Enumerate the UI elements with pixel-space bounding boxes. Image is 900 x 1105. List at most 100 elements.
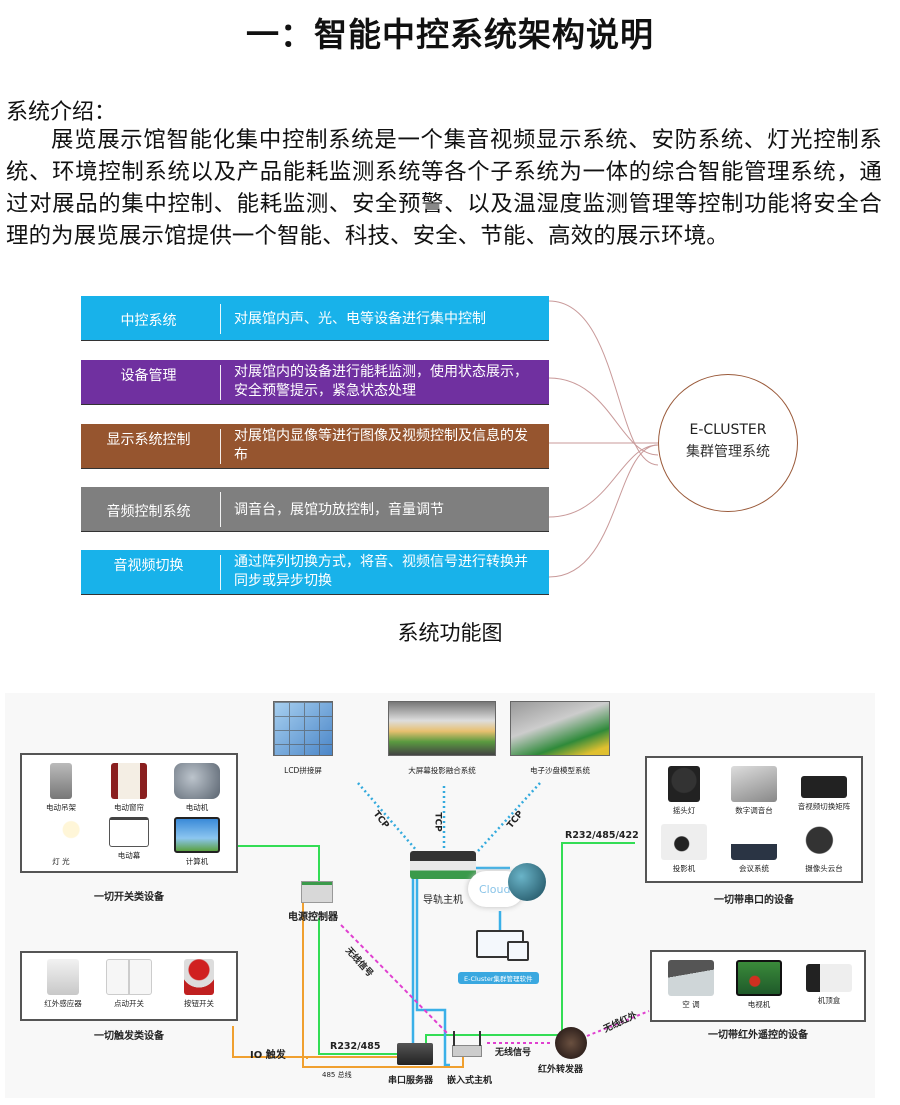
device-item: 音视频切换矩阵 bbox=[793, 766, 855, 812]
projector-icon bbox=[661, 824, 707, 860]
module-description: 对展馆内显像等进行图像及视频控制及信息的发布 bbox=[234, 428, 528, 463]
serial-server-label: 串口服务器 bbox=[388, 1076, 434, 1086]
set-top-box-icon bbox=[806, 964, 852, 992]
device-item: 投影机 bbox=[653, 824, 715, 874]
ir-forwarder-label: 红外转发器 bbox=[538, 1065, 584, 1075]
embedded-host-label: 嵌入式主机 bbox=[447, 1076, 493, 1086]
software-badge: E-Cluster集群管理软件 bbox=[458, 972, 539, 984]
wireless-link bbox=[586, 1010, 650, 1037]
device-item: 数字调音台 bbox=[723, 766, 785, 816]
device-item: 电动吊架 bbox=[30, 763, 92, 813]
device-item: 红外感应器 bbox=[32, 959, 94, 1009]
power-controller-label: 电源控制器 bbox=[288, 912, 338, 923]
module-av-switching: 音视频切换 通过阵列切换方式，将音、视频信号进行转换并同步或异步切换 bbox=[81, 550, 549, 595]
module-description: 对展馆内声、光、电等设备进行集中控制 bbox=[234, 311, 486, 327]
device-item: 电视机 bbox=[728, 960, 790, 1010]
serial-devices-group: 摇头灯 数字调音台 音视频切换矩阵 投影机 会议系统 摄像头云台 bbox=[645, 756, 863, 883]
group-label: 一切带红外遥控的设备 bbox=[708, 1030, 808, 1041]
serial-server-icon bbox=[397, 1043, 433, 1065]
module-description: 通过阵列切换方式，将音、视频信号进行转换并同步或异步切换 bbox=[234, 554, 528, 589]
io-trigger-link bbox=[232, 1026, 405, 1058]
module-name: 显示系统控制 bbox=[106, 432, 191, 448]
connector-line bbox=[548, 444, 659, 518]
group-label: 一切开关类设备 bbox=[94, 892, 164, 903]
device-item: 电动幕 bbox=[98, 817, 160, 861]
page-title: 一：智能中控系统架构说明 bbox=[246, 15, 654, 54]
wireless-signal-label: 无线信号 bbox=[495, 1048, 532, 1058]
module-display-control: 显示系统控制 对展馆内显像等进行图像及视频控制及信息的发布 bbox=[81, 424, 549, 469]
figure-caption: 系统功能图 bbox=[397, 621, 503, 645]
power-controller-icon bbox=[301, 881, 333, 903]
trigger-devices-group: 红外感应器 点动开关 按钮开关 bbox=[20, 951, 238, 1021]
module-divider bbox=[220, 492, 221, 527]
module-description: 调音台，展馆功放控制，音量调节 bbox=[234, 502, 444, 518]
bus-485-link bbox=[302, 903, 464, 1068]
tcp-label: TCP bbox=[432, 812, 443, 832]
push-button-icon bbox=[184, 959, 214, 995]
cloud-label: Cloud bbox=[479, 883, 511, 896]
display-label: 电子沙盘模型系统 bbox=[530, 766, 590, 775]
hub-title-en: E-CLUSTER bbox=[689, 422, 767, 438]
module-divider bbox=[220, 304, 221, 334]
sand-table-icon bbox=[510, 701, 610, 756]
rail-host-label: 导轨主机 bbox=[423, 895, 463, 906]
device-item: 点动开关 bbox=[98, 959, 160, 1009]
module-divider bbox=[220, 429, 221, 464]
module-name: 中控系统 bbox=[120, 313, 177, 329]
serial-ports-label: R232/485/422 bbox=[565, 830, 639, 841]
io-trigger-label: IO 触发 bbox=[250, 1050, 286, 1061]
wall-switch-icon bbox=[106, 959, 152, 995]
device-item: 按钮开关 bbox=[168, 959, 230, 1009]
display-label: LCD拼接屏 bbox=[284, 766, 322, 775]
air-conditioner-icon bbox=[668, 960, 714, 996]
module-divider bbox=[220, 365, 221, 400]
device-item: 机顶盒 bbox=[798, 960, 860, 1006]
screen-icon bbox=[109, 817, 149, 847]
device-item: 电动窗帘 bbox=[98, 763, 160, 813]
device-item: 计算机 bbox=[166, 817, 228, 867]
device-item: 电动机 bbox=[166, 763, 228, 813]
rail-host-icon bbox=[410, 851, 476, 879]
mixer-icon bbox=[731, 766, 777, 802]
module-name: 音频控制系统 bbox=[106, 504, 191, 520]
ethernet-link bbox=[415, 875, 450, 1067]
wireless-link bbox=[340, 924, 450, 1036]
embedded-host-icon bbox=[452, 1045, 482, 1057]
connector-line bbox=[548, 377, 659, 456]
intro-paragraph: 展览展示馆智能化集中控制系统是一个集音视频显示系统、安防系统、灯光控制系统、环境… bbox=[6, 127, 882, 249]
connector-line bbox=[548, 444, 659, 578]
antenna-icon bbox=[453, 1031, 455, 1046]
tcp-link bbox=[477, 782, 541, 852]
tablet-icon bbox=[507, 941, 529, 961]
computer-icon bbox=[174, 817, 220, 853]
module-device-management: 设备管理 对展馆内的设备进行能耗监测，使用状态展示，安全预警提示，紧急状态处理 bbox=[81, 360, 549, 405]
lcd-wall-icon bbox=[273, 701, 333, 756]
matrix-switcher-icon bbox=[801, 776, 847, 798]
module-audio-control: 音频控制系统 调音台，展馆功放控制，音量调节 bbox=[81, 487, 549, 532]
architecture-diagram: LCD拼接屏 大屏幕投影融合系统 电子沙盘模型系统 TCP TCP TCP 电动… bbox=[5, 693, 875, 1098]
device-item: 灯 光 bbox=[30, 817, 92, 867]
group-label: 一切触发类设备 bbox=[94, 1031, 164, 1042]
bus-485-label: 485 总线 bbox=[322, 1071, 352, 1079]
r232-485-label: R232/485 bbox=[330, 1041, 381, 1052]
tv-icon bbox=[736, 960, 782, 996]
switch-devices-group: 电动吊架 电动窗帘 电动机 灯 光 电动幕 计算机 bbox=[20, 753, 238, 873]
module-name: 音视频切换 bbox=[113, 558, 184, 574]
module-name: 设备管理 bbox=[120, 368, 177, 384]
serial-link bbox=[237, 845, 320, 883]
globe-icon bbox=[508, 863, 546, 901]
antenna-icon bbox=[479, 1031, 481, 1046]
connector-line bbox=[548, 300, 659, 466]
device-item: 摄像头云台 bbox=[793, 824, 855, 874]
projection-fusion-icon bbox=[388, 701, 496, 756]
tcp-link bbox=[357, 782, 418, 852]
bulb-icon bbox=[38, 817, 84, 853]
curtain-icon bbox=[111, 763, 147, 799]
intro-label: 系统介绍： bbox=[6, 100, 117, 125]
lift-icon bbox=[50, 763, 72, 799]
hub-title-cn: 集群管理系统 bbox=[686, 444, 770, 460]
ir-devices-group: 空 调 电视机 机顶盒 bbox=[650, 950, 866, 1022]
motor-icon bbox=[174, 763, 220, 799]
moving-head-light-icon bbox=[668, 766, 700, 802]
module-central-control: 中控系统 对展馆内声、光、电等设备进行集中控制 bbox=[81, 296, 549, 341]
